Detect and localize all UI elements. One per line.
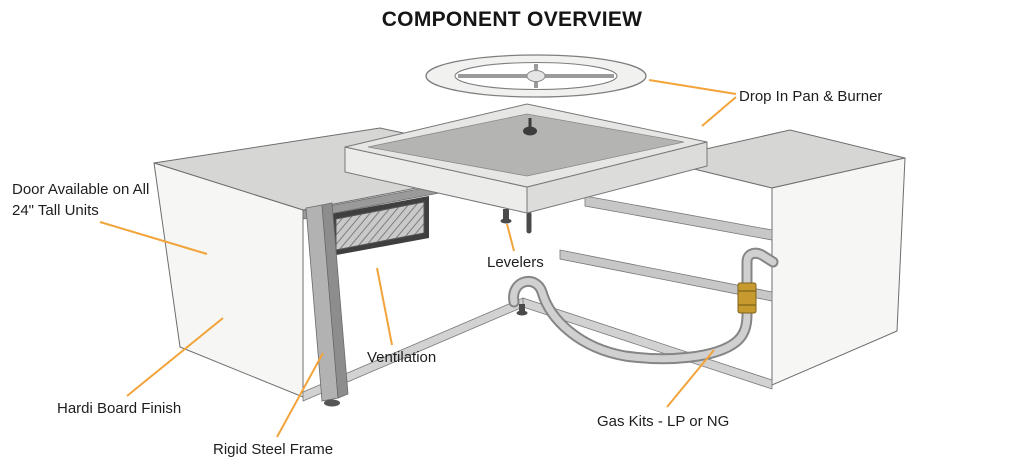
- gas-valve: [737, 282, 757, 314]
- label-gas-kits: Gas Kits - LP or NG: [597, 413, 730, 430]
- drop-in-pan: [344, 103, 708, 234]
- label-ventilation: Ventilation: [367, 349, 437, 366]
- leader-line-door: [99, 221, 208, 255]
- burner-ring: [425, 54, 647, 98]
- page-title: COMPONENT OVERVIEW: [381, 8, 643, 31]
- burner-hub: [523, 126, 537, 136]
- leader-line-ventilation: [376, 267, 393, 346]
- leader-line-pan: [701, 96, 737, 127]
- frame-post: [305, 202, 349, 407]
- label-hardi-board-finish: Hardi Board Finish: [57, 400, 182, 417]
- ventilation-grille: [331, 196, 429, 256]
- label-rigid-steel-frame: Rigid Steel Frame: [213, 441, 334, 458]
- right-cabinet: [656, 129, 906, 386]
- right-panel: [771, 157, 906, 386]
- leader-line-gas: [666, 349, 715, 408]
- gas-pipe: [508, 247, 779, 365]
- leader-line-rigid: [276, 352, 324, 438]
- label-levelers: Levelers: [487, 254, 544, 271]
- label-door-available: Door Available on All 24" Tall Units: [12, 181, 150, 220]
- leveler-feet: [500, 209, 528, 316]
- leader-lines: [99, 79, 737, 438]
- leader-line-burner: [648, 79, 737, 95]
- leader-line-levelers: [506, 223, 515, 252]
- leader-line-hardi: [126, 317, 224, 397]
- label-drop-in-pan-burner: Drop In Pan & Burner: [739, 88, 883, 105]
